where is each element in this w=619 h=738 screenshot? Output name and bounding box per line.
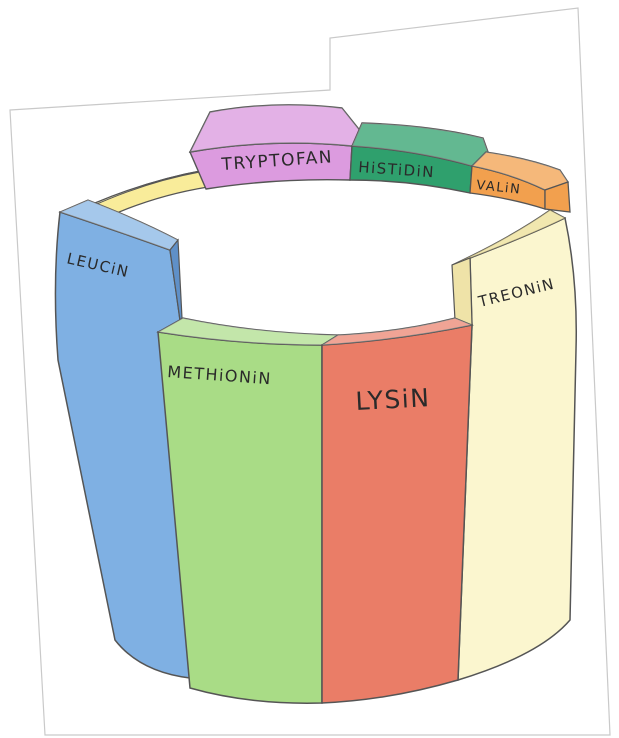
stave-treonin-side bbox=[452, 258, 472, 325]
stave-treonin: TREONiN bbox=[452, 210, 576, 680]
stave-lysin-body bbox=[322, 325, 472, 703]
stave-tryptofan: TRYPTOFAN bbox=[190, 105, 362, 189]
stave-lysin: LYSiN bbox=[322, 318, 472, 703]
label-lysin: LYSiN bbox=[355, 383, 431, 416]
